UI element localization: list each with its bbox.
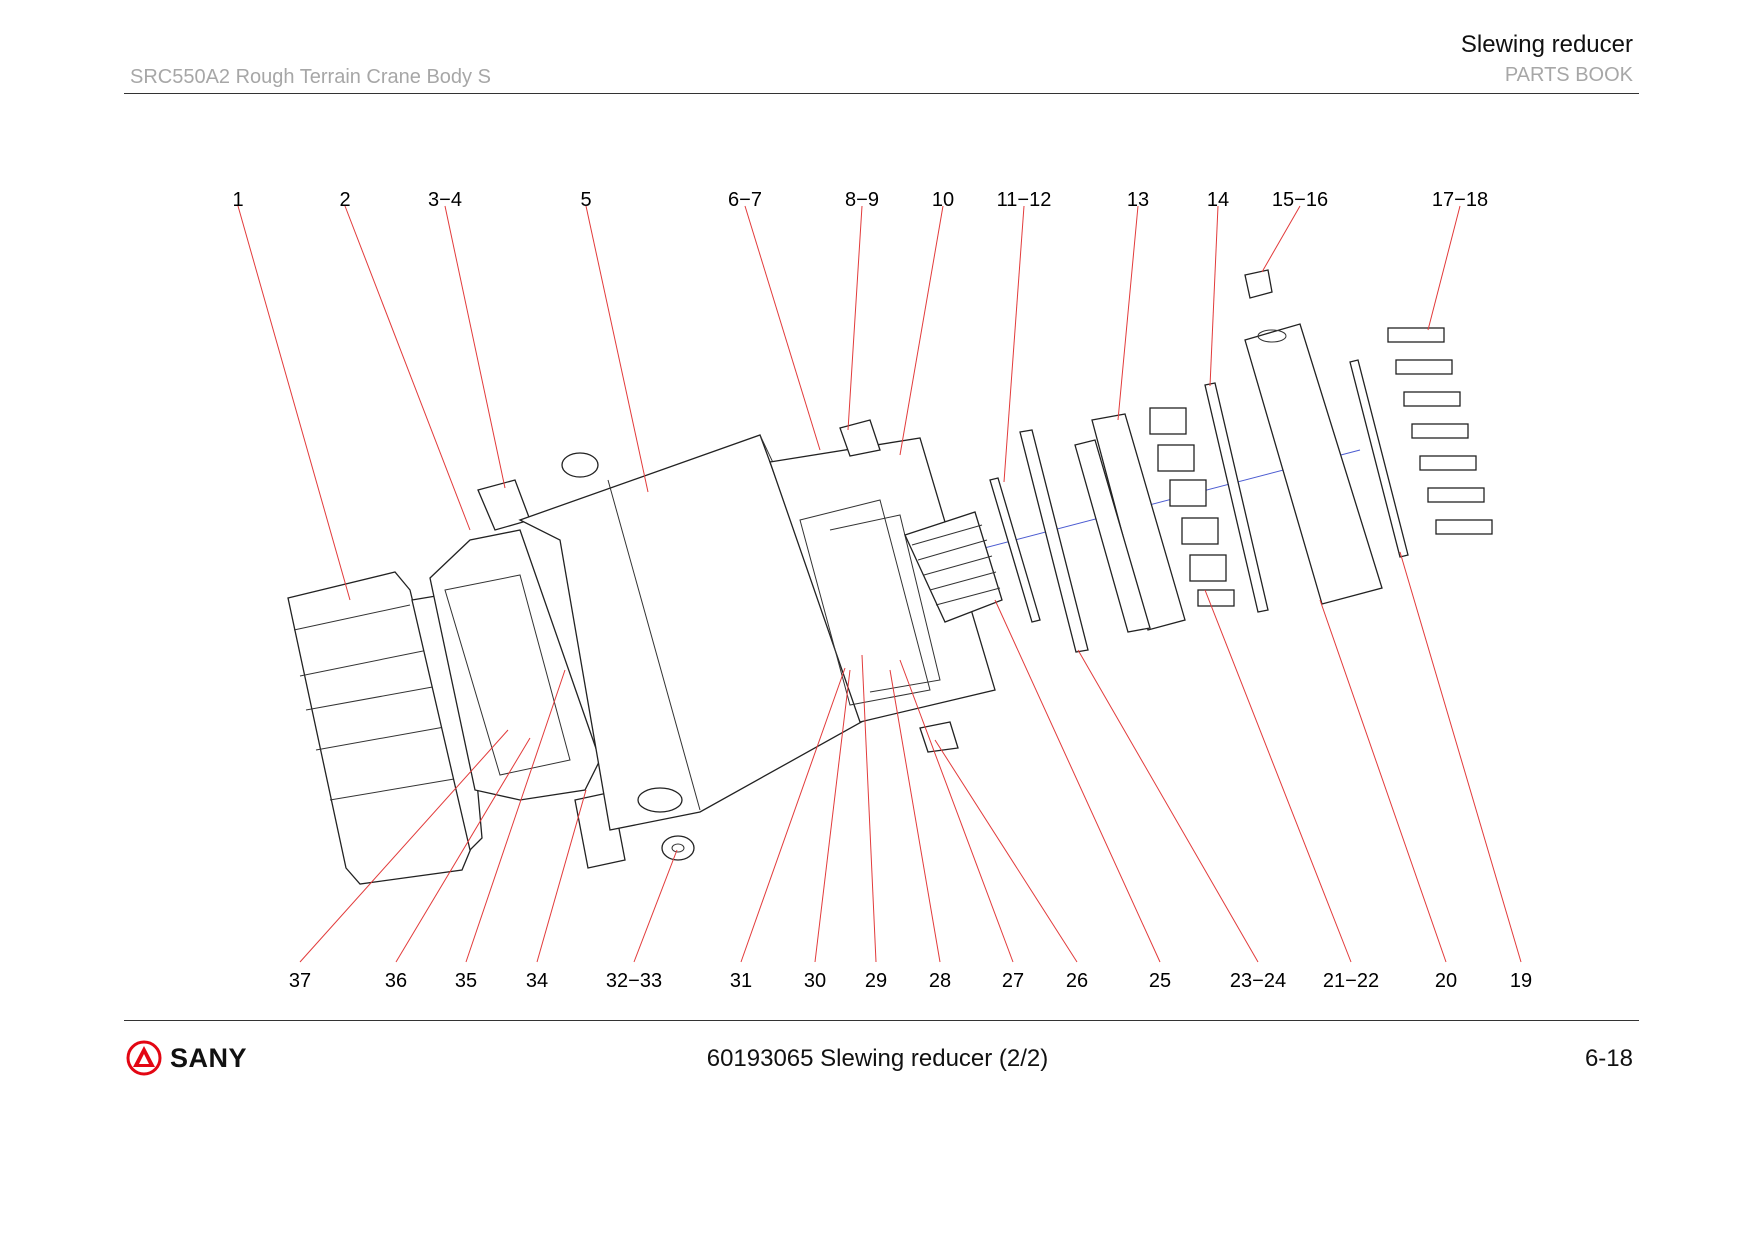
- leader-lines-top: [237, 205, 1461, 601]
- callout-17-18: 17−18: [1432, 189, 1488, 211]
- part-seal: [1349, 359, 1409, 558]
- part-thrust-washer: [1019, 429, 1089, 653]
- callout-10: 10: [932, 189, 954, 211]
- brand-logo: SANY: [126, 1038, 247, 1078]
- callout-19: 19: [1510, 970, 1532, 992]
- callout-5: 5: [580, 189, 591, 211]
- header-divider: [124, 93, 1639, 94]
- page-number: 6-18: [1584, 1045, 1633, 1072]
- callout-23-24: 23−24: [1230, 970, 1286, 992]
- callout-8-9: 8−9: [845, 189, 879, 211]
- callout-20: 20: [1435, 970, 1457, 992]
- drawing-caption: 60193065 Slewing reducer (2/2): [706, 1045, 1049, 1072]
- callout-36: 36: [385, 970, 407, 992]
- callout-30: 30: [804, 970, 826, 992]
- callout-1: 1: [232, 189, 243, 211]
- part-planet-carrier: [1074, 413, 1186, 633]
- callout-3-4: 3−4: [428, 189, 462, 211]
- document-subtitle: PARTS BOOK: [1504, 64, 1633, 86]
- callouts-bottom: 37 36 35 34 32−33 31 30 29 28 27 26 25 2…: [289, 970, 1532, 992]
- callout-25: 25: [1149, 970, 1171, 992]
- callout-35: 35: [455, 970, 477, 992]
- callout-34: 34: [526, 970, 548, 992]
- callout-14: 14: [1207, 189, 1229, 211]
- part-main-housing: [518, 434, 866, 831]
- callout-13: 13: [1127, 189, 1149, 211]
- callout-32-33: 32−33: [606, 970, 662, 992]
- part-bolt-set: [1387, 327, 1493, 535]
- part-mounting-flange: [429, 479, 626, 869]
- callout-31: 31: [730, 970, 752, 992]
- callout-27: 27: [1002, 970, 1024, 992]
- part-bearing-carrier: [769, 419, 996, 753]
- footer-divider: [124, 1020, 1639, 1021]
- callout-37: 37: [289, 970, 311, 992]
- callout-6-7: 6−7: [728, 189, 762, 211]
- callout-11-12: 11−12: [997, 189, 1052, 211]
- part-ring-gear: [1244, 323, 1383, 605]
- sany-logo-icon: [126, 1040, 162, 1076]
- callouts-top: 1 2 3−4 5 6−7 8−9 10 11−12 13 14 15−16 1…: [232, 189, 1488, 211]
- part-plug-top: [1244, 269, 1273, 299]
- part-planet-gears: [1149, 407, 1235, 607]
- document-title: Slewing reducer: [1460, 31, 1633, 58]
- callout-26: 26: [1066, 970, 1088, 992]
- callout-2: 2: [339, 189, 350, 211]
- callout-15-16: 15−16: [1272, 189, 1328, 211]
- part-snap-ring: [989, 477, 1041, 623]
- part-plug-bottom: [661, 835, 695, 861]
- leader-lines-bottom: [299, 551, 1522, 963]
- model-name: SRC550A2 Rough Terrain Crane Body S: [130, 66, 491, 88]
- part-spacer: [1204, 382, 1269, 613]
- callout-29: 29: [865, 970, 887, 992]
- part-pinion-gear: [904, 511, 1003, 623]
- header-right: Slewing reducer PARTS BOOK: [1461, 30, 1633, 88]
- callout-21-22: 21−22: [1323, 970, 1379, 992]
- callout-28: 28: [929, 970, 951, 992]
- brand-name: SANY: [170, 1042, 248, 1073]
